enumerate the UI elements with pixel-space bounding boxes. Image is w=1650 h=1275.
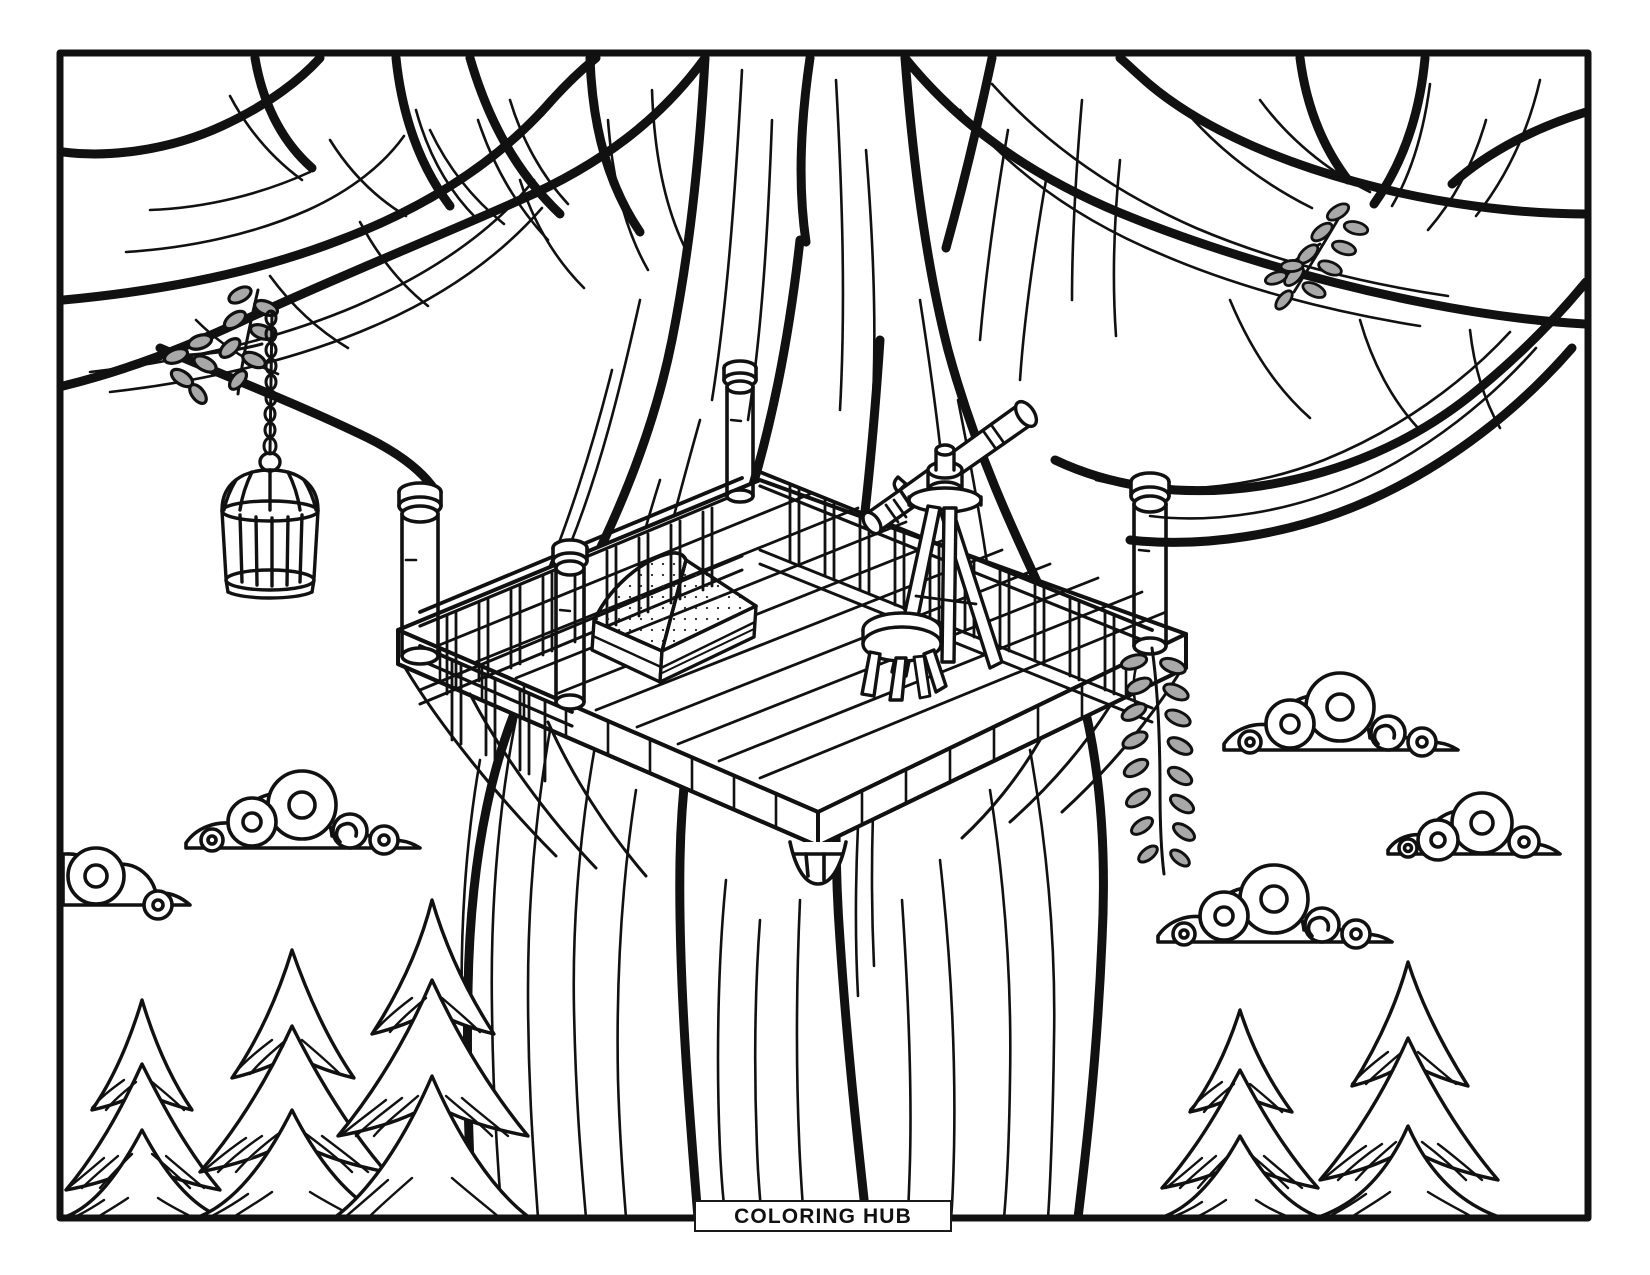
- stool: [860, 611, 948, 702]
- tree-trunk: [63, 56, 1585, 1215]
- cloud: [63, 671, 1562, 950]
- watermark-badge: COLORING HUB: [694, 1200, 952, 1232]
- hanging-vine: [1119, 646, 1196, 876]
- lantern: [788, 840, 848, 886]
- hanging-chain: [262, 309, 278, 456]
- pine-tree: [64, 898, 1500, 1215]
- open-book: [590, 551, 758, 684]
- leaf-sprig: [1264, 202, 1370, 311]
- corner-post: [397, 359, 1171, 711]
- watermark-label: COLORING HUB: [734, 1204, 912, 1228]
- birdcage: [220, 451, 320, 600]
